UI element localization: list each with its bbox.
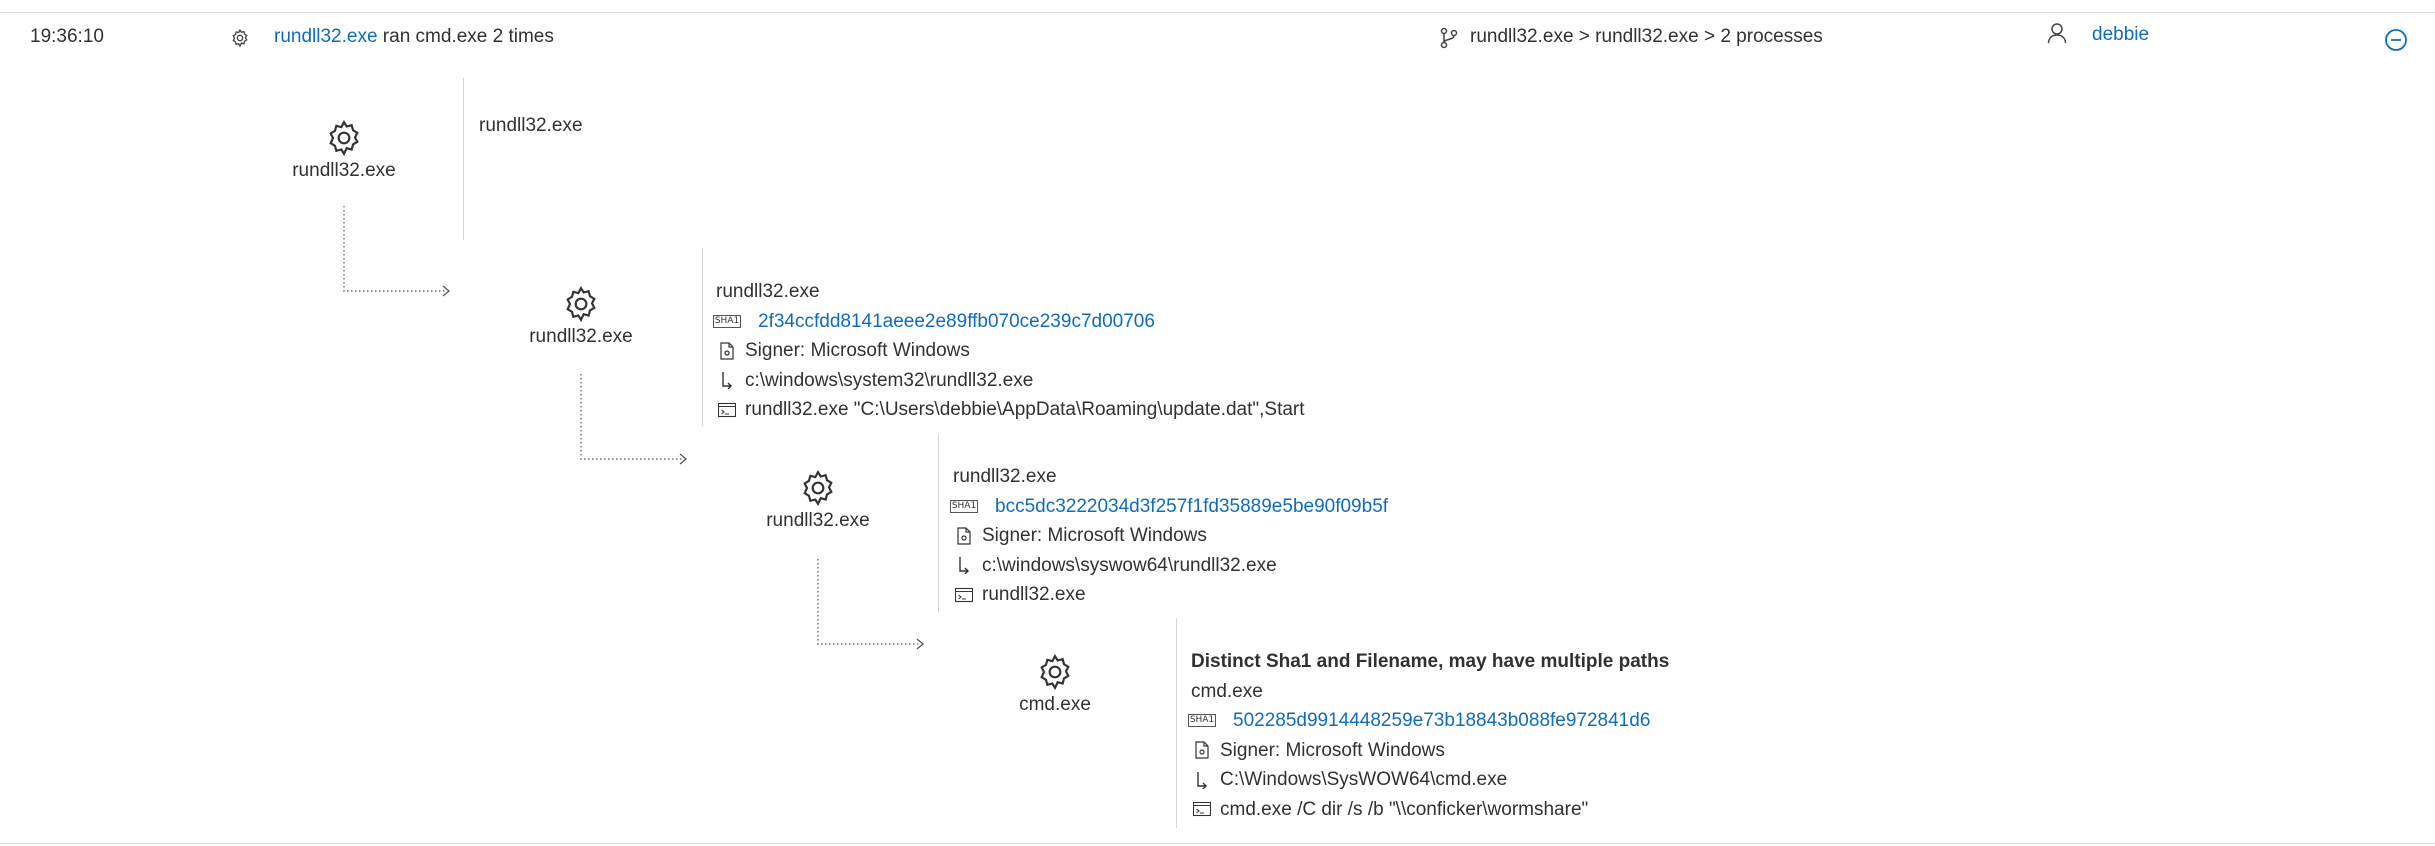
sha1-icon: SHA1	[1187, 714, 1217, 728]
process-node-2[interactable]: rundll32.exe	[501, 284, 661, 348]
top-divider	[0, 12, 2435, 13]
sha1-link[interactable]: bcc5dc3222034d3f257f1fd35889e5be90f09b5f	[995, 495, 1389, 517]
file-path: c:\windows\syswow64\rundll32.exe	[982, 554, 1277, 576]
sha1-icon: SHA1	[949, 499, 979, 513]
process-name: rundll32.exe	[953, 466, 1057, 487]
certificate-icon	[1191, 741, 1213, 759]
details-heading: Distinct Sha1 and Filename, may have mul…	[1191, 651, 1670, 672]
minus-circle-icon[interactable]	[2384, 28, 2408, 57]
folder-path-icon	[953, 556, 975, 575]
certificate-icon	[716, 342, 738, 360]
tree-path: rundll32.exe > rundll32.exe > 2 processe…	[1470, 26, 1823, 47]
process-details-3: rundll32.exe SHA1 bcc5dc3222034d3f257f1f…	[949, 462, 1389, 610]
certificate-icon	[953, 527, 975, 545]
details-divider	[702, 248, 703, 426]
gear-icon	[803, 469, 833, 507]
event-process-link[interactable]: rundll32.exe	[274, 26, 378, 47]
command-line: rundll32.exe	[982, 584, 1086, 605]
sha1-icon: SHA1	[712, 314, 742, 328]
node-label: cmd.exe	[1019, 694, 1091, 715]
process-name: rundll32.exe	[479, 115, 583, 136]
details-divider	[1176, 618, 1177, 828]
branch-icon	[1440, 27, 1458, 54]
file-path: c:\windows\system32\rundll32.exe	[745, 369, 1034, 391]
process-details-1: rundll32.exe	[479, 111, 583, 141]
gear-icon	[566, 285, 596, 323]
event-time: 19:36:10	[30, 26, 104, 47]
command-line-icon	[716, 401, 738, 419]
signer: Signer: Microsoft Windows	[745, 340, 970, 361]
details-divider	[938, 434, 939, 612]
event-summary: rundll32.exe ran cmd.exe 2 times	[274, 25, 554, 49]
process-node-1[interactable]: rundll32.exe	[264, 118, 424, 182]
gear-icon	[1040, 653, 1070, 691]
user-icon	[2047, 22, 2067, 49]
node-label: rundll32.exe	[529, 326, 633, 347]
signer: Signer: Microsoft Windows	[1220, 739, 1445, 761]
process-name: cmd.exe	[1191, 680, 1263, 702]
command-line-icon	[953, 586, 975, 604]
file-path: C:\Windows\SysWOW64\cmd.exe	[1220, 769, 1508, 790]
gear-icon	[329, 119, 359, 157]
process-details-2: rundll32.exe SHA1 2f34ccfdd8141aeee2e89f…	[712, 277, 1305, 425]
signer: Signer: Microsoft Windows	[982, 525, 1207, 546]
sha1-link[interactable]: 2f34ccfdd8141aeee2e89ffb070ce239c7d00706	[758, 310, 1155, 332]
process-node-3[interactable]: rundll32.exe	[738, 468, 898, 532]
bottom-divider	[0, 843, 2435, 844]
details-divider	[463, 78, 464, 240]
process-name: rundll32.exe	[716, 281, 820, 302]
process-node-4[interactable]: cmd.exe	[975, 652, 1135, 716]
folder-path-icon	[1191, 771, 1213, 789]
process-details-4: Distinct Sha1 and Filename, may have mul…	[1187, 647, 1670, 824]
folder-path-icon	[716, 371, 738, 390]
command-line-icon	[1191, 800, 1213, 818]
command-line: cmd.exe /C dir /s /b "\\conficker\wormsh…	[1220, 798, 1589, 820]
command-line: rundll32.exe "C:\Users\debbie\AppData\Ro…	[745, 399, 1305, 420]
node-label: rundll32.exe	[766, 510, 870, 531]
user-link[interactable]: debbie	[2092, 24, 2150, 45]
sha1-link[interactable]: 502285d9914448259e73b18843b088fe972841d6	[1233, 710, 1651, 731]
event-text: ran cmd.exe 2 times	[377, 26, 554, 47]
gear-icon	[230, 28, 250, 53]
node-label: rundll32.exe	[292, 160, 396, 181]
